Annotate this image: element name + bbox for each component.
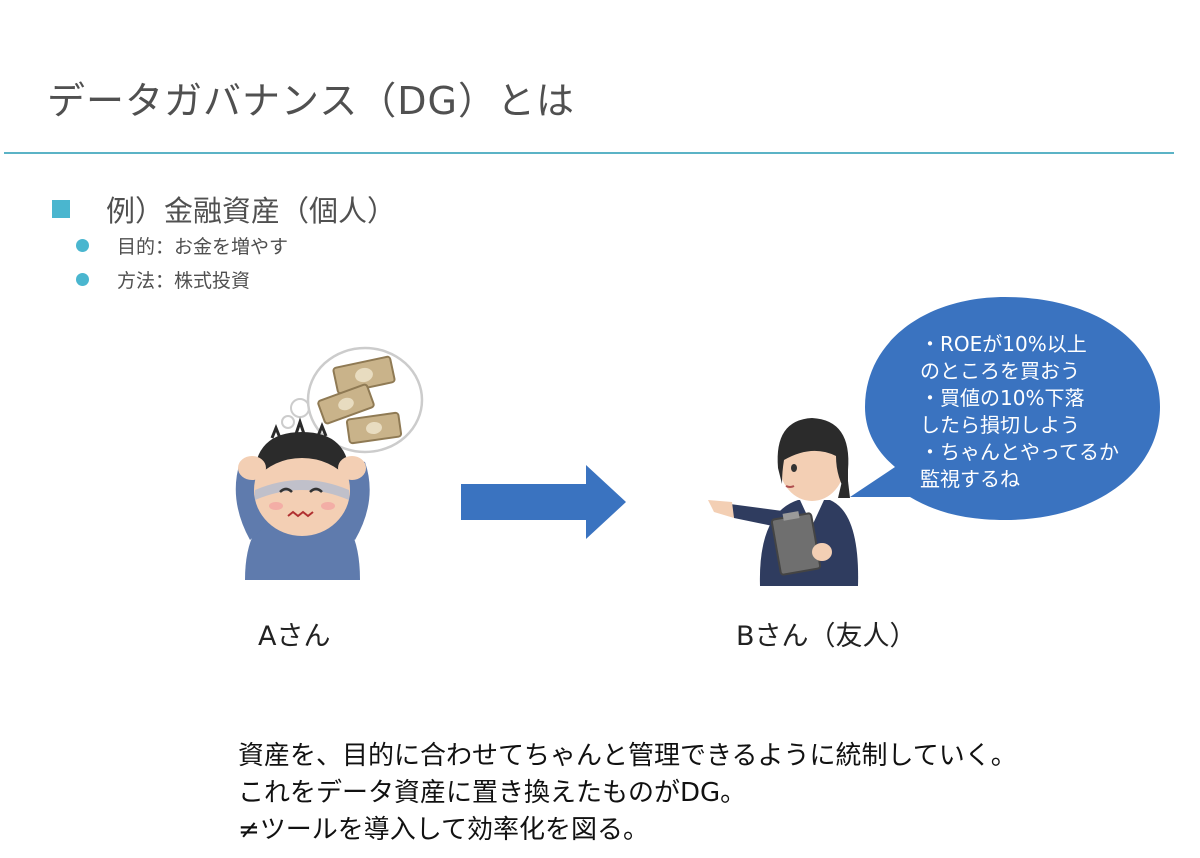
purpose-text: 目的：お金を増やす [117, 236, 289, 258]
circle-bullet-icon [76, 239, 89, 252]
example-heading-row: 例）金融資産（個人） [52, 188, 396, 230]
circle-bullet-icon [76, 273, 89, 286]
example-heading: 例）金融資産（個人） [106, 194, 397, 228]
speech-bubble-shape [850, 297, 1160, 520]
square-bullet-icon [52, 200, 70, 218]
banknote-icon [317, 355, 403, 445]
title-divider [4, 152, 1174, 154]
method-text: 方法：株式投資 [117, 270, 251, 292]
person-a-label: Aさん [258, 621, 331, 652]
summary-line: これをデータ資産に置き換えたものがDG。 [238, 778, 747, 808]
bubble-line: したら損切しよう [920, 413, 1080, 437]
clipboard-icon [770, 511, 822, 576]
worried-person-illustration [235, 346, 424, 580]
list-item: 目的：お金を増やす [76, 232, 288, 259]
speech-bubble-text: ・ROEが10%以上 のところを買おう ・買値の10%下落 したら損切しよう ・… [920, 331, 1150, 493]
bubble-line: のところを買おう [920, 359, 1080, 383]
bubble-line: ・ROEが10%以上 [920, 332, 1087, 356]
bubble-line: 監視するね [920, 467, 1020, 491]
summary-line: ≠ツールを導入して効率化を図る。 [238, 815, 650, 845]
bubble-line: ・買値の10%下落 [920, 386, 1085, 410]
advising-person-illustration [708, 418, 859, 586]
summary-text: 資産を、目的に合わせてちゃんと管理できるように統制していく。 これをデータ資産に… [238, 738, 1017, 849]
person-b-label: Bさん（友人） [736, 621, 917, 652]
list-item: 方法：株式投資 [76, 266, 250, 293]
bubble-line: ・ちゃんとやってるか [920, 440, 1119, 464]
slide-title: データガバナンス（DG）とは [47, 79, 575, 123]
right-arrow-icon [461, 465, 626, 539]
summary-line: 資産を、目的に合わせてちゃんと管理できるように統制していく。 [238, 741, 1017, 771]
